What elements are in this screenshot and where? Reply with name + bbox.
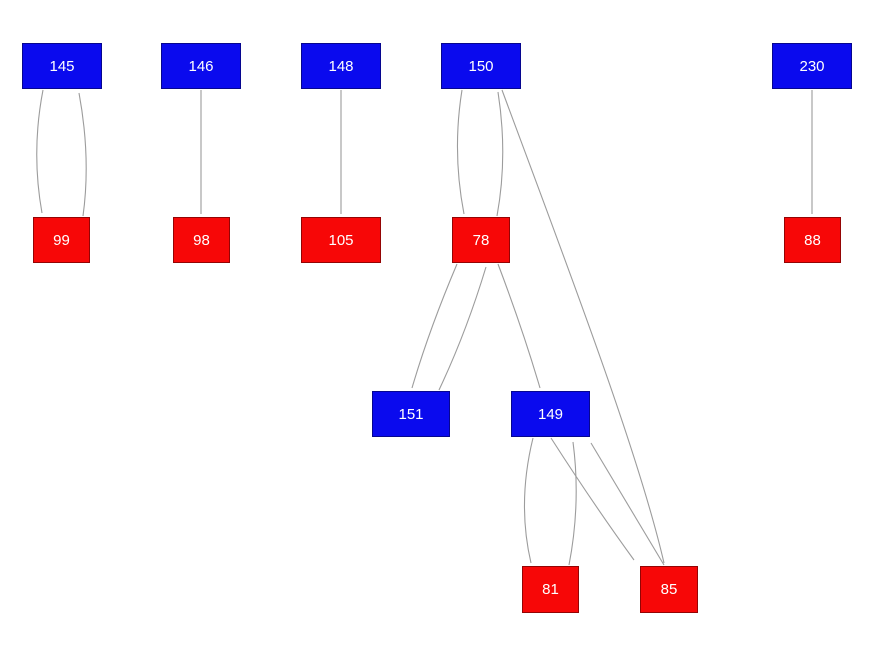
node-label: 99 bbox=[53, 231, 70, 249]
node-label: 85 bbox=[660, 581, 678, 598]
node-85[interactable]: 85 bbox=[640, 566, 698, 613]
node-label: 78 bbox=[472, 231, 490, 249]
edge-151-to-78 bbox=[438, 266, 487, 391]
node-label: 230 bbox=[799, 57, 825, 75]
node-label: 145 bbox=[49, 57, 75, 75]
edge-81-to-149 bbox=[568, 441, 577, 566]
node-105[interactable]: 105 bbox=[301, 217, 381, 263]
node-label: 98 bbox=[193, 231, 210, 249]
edge-149-to-81 bbox=[523, 437, 534, 564]
edge-85-to-149 bbox=[590, 442, 665, 566]
edge-78-to-149 bbox=[497, 263, 541, 389]
node-230[interactable]: 230 bbox=[772, 43, 852, 89]
edge-78-to-151 bbox=[411, 263, 458, 389]
node-label: 151 bbox=[398, 405, 424, 423]
node-148[interactable]: 148 bbox=[301, 43, 381, 89]
edge-149-to-85 bbox=[550, 437, 635, 561]
node-label: 88 bbox=[804, 231, 821, 249]
node-label: 81 bbox=[542, 581, 559, 598]
node-label: 149 bbox=[537, 405, 564, 423]
edge-99-to-145 bbox=[78, 92, 87, 217]
node-151[interactable]: 151 bbox=[372, 391, 450, 437]
node-146[interactable]: 146 bbox=[161, 43, 241, 89]
node-78[interactable]: 78 bbox=[452, 217, 510, 263]
node-149[interactable]: 149 bbox=[511, 391, 590, 437]
node-label: 146 bbox=[188, 57, 214, 75]
node-label: 148 bbox=[328, 57, 354, 75]
edge-145-to-99 bbox=[36, 89, 44, 214]
node-145[interactable]: 145 bbox=[22, 43, 102, 89]
node-88[interactable]: 88 bbox=[784, 217, 841, 263]
node-150[interactable]: 150 bbox=[441, 43, 521, 89]
node-label: 150 bbox=[468, 57, 494, 75]
node-98[interactable]: 98 bbox=[173, 217, 230, 263]
edge-150-to-85 bbox=[501, 89, 665, 564]
edge-150-to-78 bbox=[456, 89, 465, 215]
edge-78-to-150 bbox=[496, 91, 504, 217]
node-81[interactable]: 81 bbox=[522, 566, 579, 613]
node-99[interactable]: 99 bbox=[33, 217, 90, 263]
node-label: 105 bbox=[328, 231, 354, 249]
